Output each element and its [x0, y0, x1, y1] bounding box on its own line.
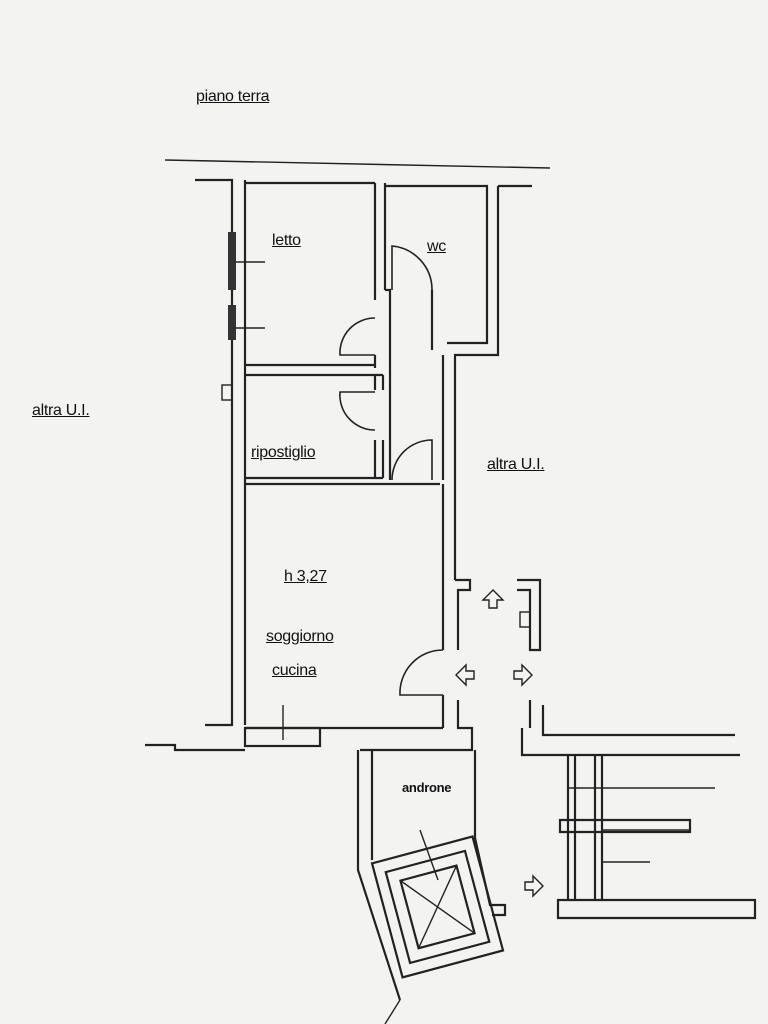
right-corridor-wall: [453, 186, 500, 580]
right-stair-top-wall: [528, 700, 735, 737]
room-label-ripostiglio: ripostiglio: [251, 444, 316, 461]
window-letto-lower: [228, 305, 236, 340]
room-label-cucina: cucina: [272, 662, 317, 679]
androne-right-wall: [473, 750, 507, 917]
neighbor-label-right: altra U.I.: [487, 456, 545, 473]
androne-exit-line: [384, 999, 401, 1024]
arrow-right-stair-icon: [524, 874, 544, 898]
stair-stringers: [566, 755, 604, 900]
ripostiglio-right-wall: [373, 440, 385, 478]
intercom-box: [519, 611, 531, 628]
entry-jamb-right: [517, 578, 542, 652]
letto-door: [339, 317, 376, 356]
outer-left-wall: [195, 178, 234, 727]
outer-bottom-wall-left: [145, 743, 245, 752]
room-label-wc: wc: [427, 238, 446, 255]
ripostiglio-door-jamb-upper: [373, 375, 385, 390]
room-label-androne: androne: [402, 780, 452, 795]
right-stair-landing-wall: [520, 728, 740, 757]
ripostiglio-door: [339, 391, 376, 431]
entry-jamb-left: [455, 578, 472, 650]
floor-label: piano terra: [196, 88, 270, 105]
window-letto-upper: [228, 232, 236, 290]
entry-bottom-wall: [360, 700, 474, 752]
arrow-left-icon: [455, 663, 475, 687]
neighbor-label-left: altra U.I.: [32, 402, 90, 419]
ripostiglio-soggiorno-wall: [245, 476, 440, 486]
stair-bottom-step: [556, 898, 757, 920]
stair-landing: [558, 818, 692, 834]
corridor-door: [391, 439, 433, 481]
entry-door: [399, 649, 444, 696]
elevator-pointer: [419, 829, 439, 881]
elevator-shaft: [370, 835, 505, 979]
top-boundary-line: [164, 159, 551, 169]
arrow-right-icon: [513, 663, 533, 687]
corridor-left-wall: [385, 288, 392, 480]
room-height-label: h 3,27: [284, 568, 327, 585]
letto-ripostiglio-wall: [245, 363, 383, 377]
room-label-letto: letto: [272, 232, 301, 249]
stair-steps: [568, 787, 715, 863]
androne-left-wall: [356, 750, 402, 1001]
arrow-up-icon: [481, 589, 505, 609]
wall-niche: [221, 384, 233, 401]
wc-walls: [385, 184, 489, 345]
wc-door: [391, 245, 433, 291]
room-label-soggiorno: soggiorno: [266, 628, 334, 645]
